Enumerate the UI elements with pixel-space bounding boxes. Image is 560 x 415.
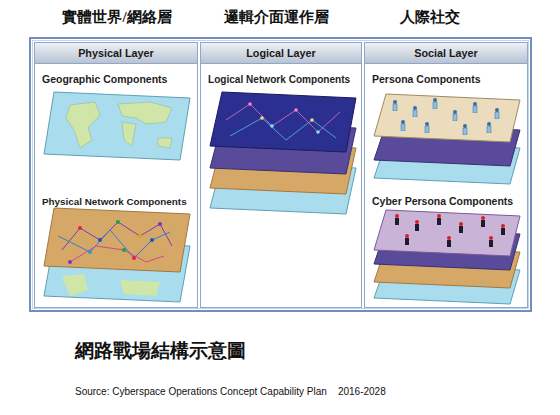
- logical-link: [230, 118, 336, 140]
- continent: [122, 122, 136, 146]
- person-figure: [401, 120, 405, 131]
- logical-layer: [210, 92, 356, 152]
- source-note: Source: Cyberspace Operations Concept Ca…: [75, 386, 386, 397]
- cyber-figure: [395, 214, 399, 225]
- person-figure: [453, 110, 457, 121]
- person-figure: [433, 98, 437, 109]
- network-node: [116, 220, 120, 224]
- layer-header: Logical Layer: [201, 43, 361, 64]
- component-title: Logical Network Components: [204, 74, 350, 86]
- logical-node: [248, 102, 252, 106]
- map-layer: [44, 92, 190, 160]
- network-node: [132, 256, 136, 260]
- component-region: Physical Network Components: [38, 191, 194, 303]
- cyber-figure: [447, 236, 451, 247]
- cyber-figure: [415, 220, 419, 231]
- person-figure: [425, 122, 429, 133]
- person-figure: [463, 124, 467, 135]
- person-figure: [487, 122, 491, 133]
- component-region: Geographic Components: [38, 69, 194, 181]
- caption: 網路戰場結構示意圖: [75, 338, 246, 364]
- logical-node: [310, 118, 314, 122]
- continent: [118, 102, 172, 124]
- logical-node: [316, 130, 320, 134]
- component-title: Geographic Components: [38, 73, 167, 85]
- network-node: [88, 250, 92, 254]
- component-region: Logical Network Components: [204, 69, 358, 303]
- continent: [66, 102, 100, 148]
- cyber-figure: [437, 214, 441, 225]
- cyber-figure: [405, 234, 409, 245]
- network-node: [158, 222, 162, 226]
- cyber-figure: [481, 216, 485, 227]
- network-link: [70, 246, 164, 262]
- logical-node: [294, 108, 298, 112]
- component-title: Persona Components: [368, 73, 481, 85]
- continent: [158, 138, 172, 148]
- layer-panel: Physical LayerGeographic ComponentsPhysi…: [34, 42, 198, 308]
- network-node: [122, 248, 126, 252]
- cyber-persona-layer: [374, 210, 520, 256]
- network-layer: [44, 208, 190, 272]
- layer-header: Social Layer: [365, 43, 527, 64]
- chinese-heading: 實體世界/網絡層: [62, 8, 171, 27]
- person-figure: [473, 102, 477, 113]
- component-region: Persona Components: [368, 69, 524, 181]
- outer-frame: [30, 38, 531, 311]
- continent: [120, 280, 160, 296]
- component-title: Cyber Persona Components: [368, 195, 513, 207]
- component-region: Cyber Persona Components: [368, 191, 524, 303]
- network-node: [138, 234, 142, 238]
- cyber-figure: [489, 236, 493, 247]
- person-figure: [413, 106, 417, 117]
- persona-layer: [374, 94, 520, 142]
- inner-frame: [33, 41, 529, 309]
- person-figure: [393, 100, 397, 111]
- chinese-heading: 邏輯介面運作層: [224, 8, 329, 27]
- logical-node: [270, 124, 274, 128]
- network-node: [78, 226, 82, 230]
- layer-panel: Social LayerPersona ComponentsCyber Pers…: [364, 42, 528, 308]
- network-link: [58, 230, 170, 258]
- cyber-figure: [459, 222, 463, 233]
- network-node: [150, 238, 154, 242]
- component-title: Physical Network Components: [38, 196, 187, 208]
- person-figure: [495, 108, 499, 119]
- chinese-heading: 人際社交: [400, 8, 460, 27]
- network-node: [68, 260, 72, 264]
- cyber-figure: [501, 224, 505, 235]
- logical-node: [260, 116, 264, 120]
- continent: [62, 274, 88, 296]
- network-node: [98, 238, 102, 242]
- layer-header: Physical Layer: [35, 43, 197, 64]
- layer-panel: Logical LayerLogical Network Components: [200, 42, 362, 308]
